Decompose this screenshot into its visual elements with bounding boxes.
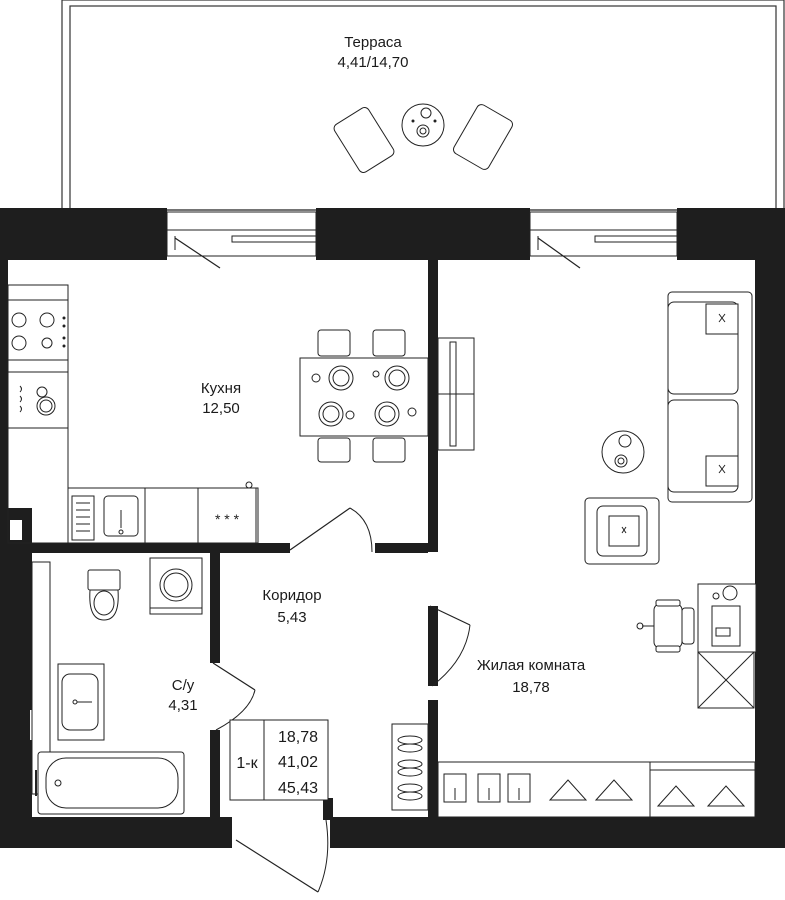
corridor: Коридор 5,43 [212,507,471,893]
walls [0,208,785,848]
terrace-chair-left [333,107,395,173]
kitchen-area: 12,50 [202,400,240,417]
terrace-table [401,103,445,147]
kitchen-name: Кухня [201,380,241,397]
terrace [61,0,785,211]
living-room: Жилая комната 18,78 [437,291,757,818]
legend-total-with-terrace: 45,43 [278,780,318,797]
terrace-chair-right [453,104,513,170]
terrace-area: 4,41/14,70 [338,54,409,71]
area-legend: 1-к 18,78 41,02 45,43 [229,719,329,801]
window-living [529,211,678,269]
office-chair [636,599,695,653]
living-name: Жилая комната [477,657,586,674]
bathroom: С/у 4,31 [35,557,203,815]
kitchen: * * * Кухня 12,50 [7,284,429,544]
svg-text:* * *: * * * [215,511,240,527]
legend-type: 1-к [236,755,258,772]
legend-total-area: 41,02 [278,754,318,771]
corridor-area: 5,43 [277,609,306,626]
living-area: 18,78 [512,679,550,696]
corridor-name: Коридор [262,587,321,604]
bathroom-name: С/у [172,677,195,694]
legend-living-area: 18,78 [278,729,318,746]
window-kitchen [166,211,317,269]
bathroom-area: 4,31 [168,697,197,714]
terrace-name: Терраса [344,34,402,51]
